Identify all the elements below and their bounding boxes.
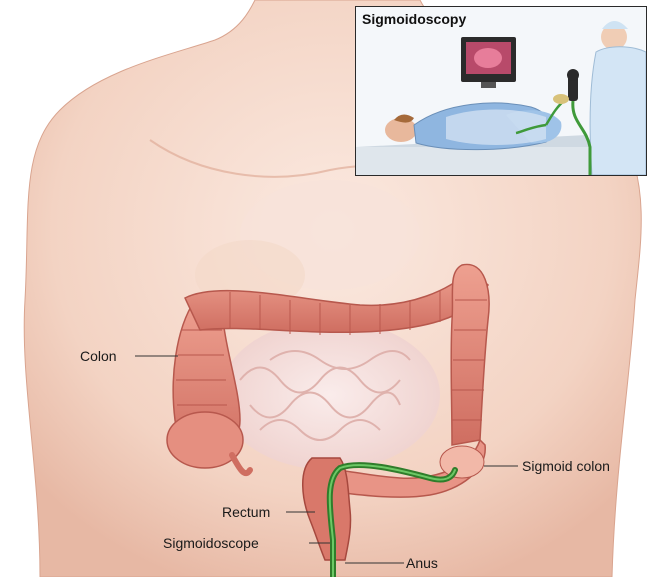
small-intestine	[220, 320, 440, 470]
label-rectum: Rectum	[222, 504, 270, 520]
doctor-body	[590, 47, 646, 175]
sigmoid-bulge	[440, 446, 484, 478]
label-sigmoid-colon: Sigmoid colon	[522, 458, 610, 474]
sigmoidoscopy-inset: Sigmoidoscopy	[355, 6, 647, 176]
label-anus: Anus	[406, 555, 438, 571]
label-sigmoidoscope: Sigmoidoscope	[163, 535, 259, 551]
label-colon: Colon	[80, 348, 117, 364]
procedure-illustration	[356, 7, 646, 175]
